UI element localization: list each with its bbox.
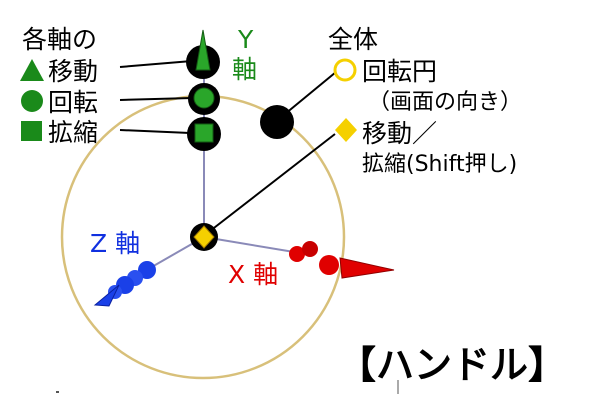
x-move-handle[interactable] (339, 257, 395, 279)
y-rotate-handle[interactable] (193, 87, 215, 109)
z-axis-label: Z 軸 (90, 229, 140, 258)
leader-global-rotate (284, 71, 337, 115)
green-triangle-icon (20, 59, 44, 81)
per-axis-heading: 各軸の (22, 25, 97, 54)
leader-global-move (209, 133, 336, 232)
per-axis-scale-label: 拡縮 (48, 118, 98, 147)
leader-rotate (119, 97, 193, 101)
page-title: 【ハンドル】 (338, 343, 566, 387)
center-move-handle[interactable] (193, 225, 215, 249)
leader-move (119, 60, 193, 68)
y-axis-letter: Y (237, 25, 254, 54)
x-scale-handle-b (302, 241, 318, 257)
x-scale-handle[interactable] (289, 246, 305, 262)
z-scale-handle[interactable] (138, 261, 156, 279)
z-move-handle[interactable] (93, 284, 120, 307)
y-axis-word: 軸 (232, 55, 257, 84)
y-scale-handle[interactable] (194, 123, 214, 143)
x-rotate-handle[interactable] (319, 255, 339, 275)
global-move-sublabel: 拡縮(Shift押し) (362, 152, 517, 177)
leader-scale (119, 129, 191, 134)
global-move-label: 移動／ (362, 119, 437, 148)
per-axis-move-label: 移動 (48, 57, 98, 86)
yellow-circle-outline-icon (333, 58, 357, 82)
x-axis-label: X 軸 (228, 260, 278, 289)
green-circle-icon (21, 90, 43, 112)
green-square-icon (21, 121, 42, 141)
x-axis-line (203, 236, 301, 254)
yellow-diamond-icon (335, 118, 357, 142)
global-heading: 全体 (328, 25, 378, 54)
per-axis-rotate-label: 回転 (48, 88, 98, 117)
y-move-handle[interactable] (195, 29, 211, 71)
global-rotate-label: 回転円 (362, 57, 437, 86)
global-rotate-sublabel: （画面の向き） (368, 90, 522, 115)
